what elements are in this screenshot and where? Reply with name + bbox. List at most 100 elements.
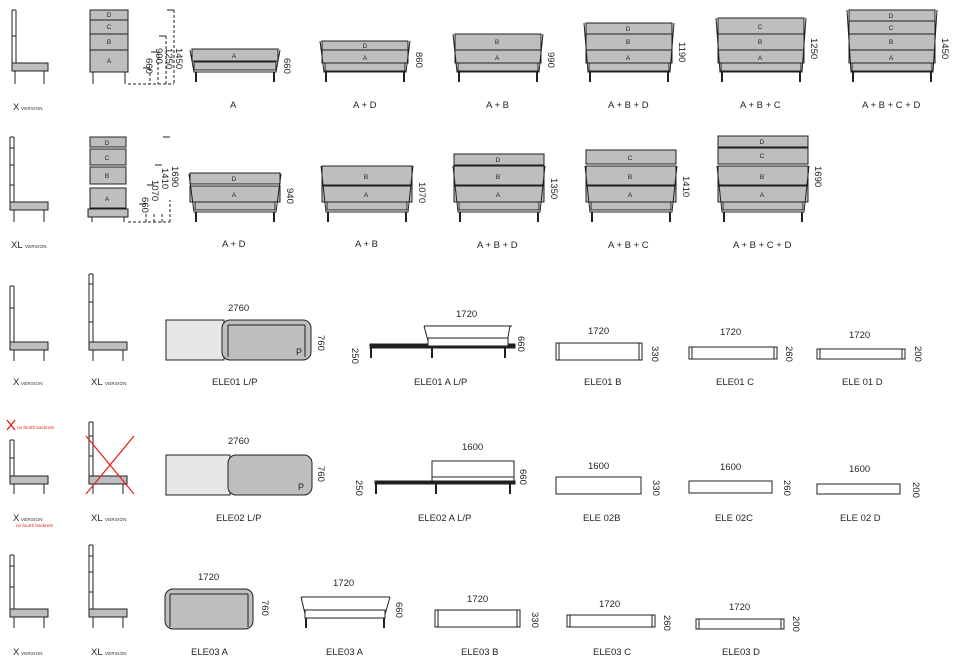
svg-text:1070: 1070	[149, 180, 160, 201]
svg-text:B: B	[889, 39, 893, 46]
svg-text:VERSION: VERSION	[105, 651, 127, 656]
ele03-c: 1720 260 ELE03 C	[566, 599, 672, 658]
svg-text:760: 760	[315, 335, 326, 351]
svg-text:B: B	[626, 39, 630, 46]
svg-text:C: C	[760, 153, 765, 160]
svg-text:1720: 1720	[456, 309, 477, 320]
svg-text:A: A	[758, 55, 763, 62]
x-version-side-profile-row5: X VERSION	[9, 554, 49, 658]
svg-text:P: P	[296, 347, 302, 357]
svg-text:2760: 2760	[228, 436, 249, 447]
svg-text:250: 250	[349, 348, 360, 364]
no-backrest-cross-icon	[6, 419, 16, 431]
ele02-a-lp: 1600 250 660 ELE02 A L/P	[353, 442, 528, 524]
svg-text:1070: 1070	[416, 182, 427, 203]
svg-text:ELE03 C: ELE03 C	[593, 647, 631, 658]
svg-text:200: 200	[910, 482, 921, 498]
svg-text:1600: 1600	[462, 442, 483, 453]
svg-text:1690: 1690	[812, 166, 823, 187]
svg-text:2760: 2760	[228, 303, 249, 314]
svg-text:260: 260	[783, 346, 794, 362]
svg-text:ELE01 L/P: ELE01 L/P	[212, 377, 257, 388]
svg-text:ELE03 B: ELE03 B	[461, 647, 499, 658]
svg-text:XL: XL	[11, 240, 23, 251]
svg-text:A: A	[232, 53, 237, 60]
svg-text:660: 660	[515, 336, 526, 352]
ele02-d: 1600 200 ELE 02 D	[816, 464, 921, 524]
svg-text:1720: 1720	[588, 326, 609, 337]
svg-text:VERSION: VERSION	[21, 517, 43, 522]
x-version-side-profile-row4: no fourth backrest X VERSION no fourth b…	[6, 419, 54, 528]
svg-text:A + D: A + D	[222, 239, 246, 250]
ele01-d: 1720 200 ELE 01 D	[816, 330, 923, 388]
svg-text:A: A	[495, 55, 500, 62]
svg-text:C: C	[628, 155, 633, 162]
svg-text:760: 760	[315, 466, 326, 482]
xl-version-side-profile-row3: XL VERSION	[88, 273, 128, 388]
svg-text:200: 200	[912, 346, 923, 362]
svg-text:D: D	[107, 12, 112, 19]
xl-version-front-stack: D C B A	[87, 136, 129, 222]
config-a-b: B A 990 A + B	[452, 33, 556, 111]
svg-text:1720: 1720	[729, 602, 750, 613]
svg-text:330: 330	[649, 346, 660, 362]
svg-text:D: D	[626, 26, 631, 33]
svg-text:260: 260	[781, 480, 792, 496]
svg-text:ELE02 L/P: ELE02 L/P	[216, 513, 261, 524]
xl-config-a-b-c: C B A 1410 A + B + C	[584, 149, 691, 251]
svg-text:660: 660	[393, 602, 404, 618]
svg-text:940: 940	[284, 188, 295, 204]
ele03-a-front: 1720 660 ELE03 A	[300, 578, 404, 658]
ele01-b: 1720 330 ELE01 B	[555, 326, 660, 388]
svg-text:1250: 1250	[808, 38, 819, 59]
svg-text:1250: 1250	[163, 48, 174, 69]
svg-text:VERSION: VERSION	[105, 381, 127, 386]
svg-text:1690: 1690	[169, 166, 180, 187]
ele01-a-lp: 1720 250 660 ELE01 A L/P	[349, 309, 526, 388]
svg-text:XL: XL	[91, 647, 103, 658]
svg-text:660: 660	[517, 469, 528, 485]
svg-text:B: B	[496, 174, 500, 181]
svg-text:ELE 02 D: ELE 02 D	[840, 513, 881, 524]
not-available-cross-icon	[85, 435, 135, 495]
svg-text:VERSION: VERSION	[21, 651, 43, 656]
svg-text:200: 200	[790, 616, 801, 632]
svg-text:D: D	[363, 43, 368, 50]
svg-text:B: B	[107, 39, 111, 46]
xl-version-height-scale: 1690 1410 1070 660	[128, 136, 180, 223]
svg-text:1720: 1720	[198, 572, 219, 583]
ele02-lp: 2760 P 760 ELE02 L/P	[165, 436, 326, 524]
svg-text:A: A	[889, 55, 894, 62]
svg-text:1720: 1720	[333, 578, 354, 589]
svg-text:A + B: A + B	[355, 239, 378, 250]
svg-text:1720: 1720	[599, 599, 620, 610]
x-version-side-profile-row3: X VERSION	[9, 285, 49, 388]
svg-text:ELE 02C: ELE 02C	[715, 513, 753, 524]
svg-text:A: A	[107, 58, 112, 65]
svg-text:1600: 1600	[720, 462, 741, 473]
ele03-a-top: 1720 760 ELE03 A	[164, 572, 270, 658]
xl-config-a-b: B A 1070 A + B	[320, 165, 427, 250]
svg-text:D: D	[760, 139, 765, 146]
svg-text:no fourth backrest: no fourth backrest	[17, 425, 54, 430]
svg-text:ELE03 D: ELE03 D	[722, 647, 760, 658]
xl-config-a-b-c-d: D C B A 1690 A + B + C + D	[716, 135, 823, 251]
svg-text:A: A	[364, 192, 369, 199]
svg-text:B: B	[628, 174, 632, 181]
svg-text:A: A	[626, 55, 631, 62]
svg-text:B: B	[364, 174, 368, 181]
svg-text:XL: XL	[91, 377, 103, 388]
svg-text:P: P	[298, 482, 304, 492]
ele02-c: 1600 260 ELE 02C	[688, 462, 792, 524]
config-a-d: D A 860 A + D	[319, 40, 424, 111]
svg-text:A + B + C: A + B + C	[608, 240, 649, 251]
svg-text:1600: 1600	[849, 464, 870, 475]
svg-text:D: D	[496, 157, 501, 164]
svg-text:XL: XL	[91, 513, 103, 524]
svg-text:C: C	[758, 24, 763, 31]
svg-text:1350: 1350	[548, 178, 559, 199]
svg-text:1450: 1450	[173, 48, 184, 69]
config-a-b-c-d: D C B A 1450 A + B + C + D	[846, 9, 950, 111]
ele02-b: 1600 330 ELE 02B	[555, 461, 661, 524]
